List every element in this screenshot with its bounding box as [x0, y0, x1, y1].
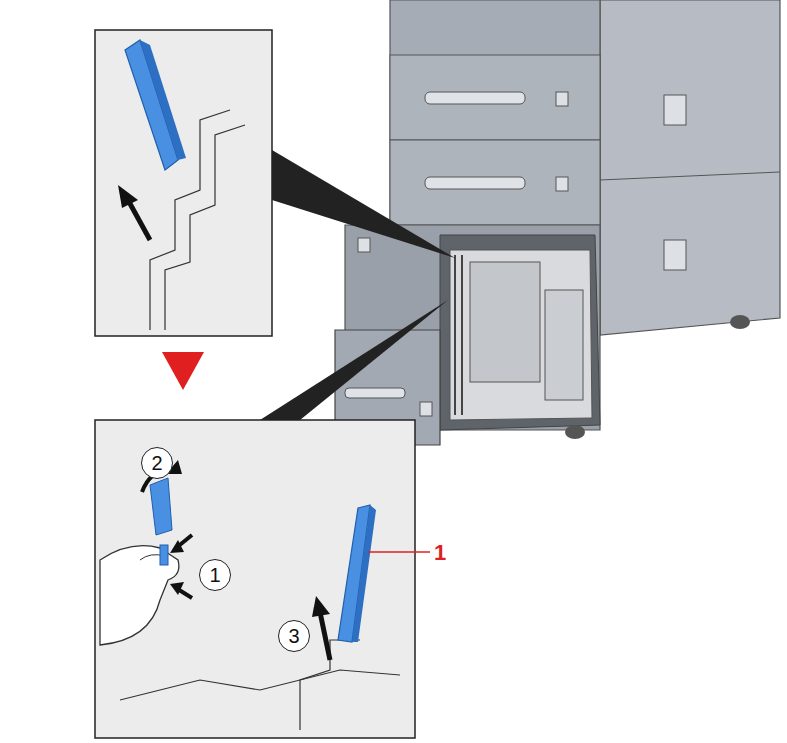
step-number: 3: [288, 626, 299, 646]
step-circle: 2: [141, 447, 173, 479]
step-number: 1: [209, 565, 220, 585]
step-number: 2: [151, 453, 162, 473]
callout-number: 1: [434, 542, 446, 564]
step-circle: 3: [278, 620, 310, 652]
step-circle: 1: [199, 559, 231, 591]
